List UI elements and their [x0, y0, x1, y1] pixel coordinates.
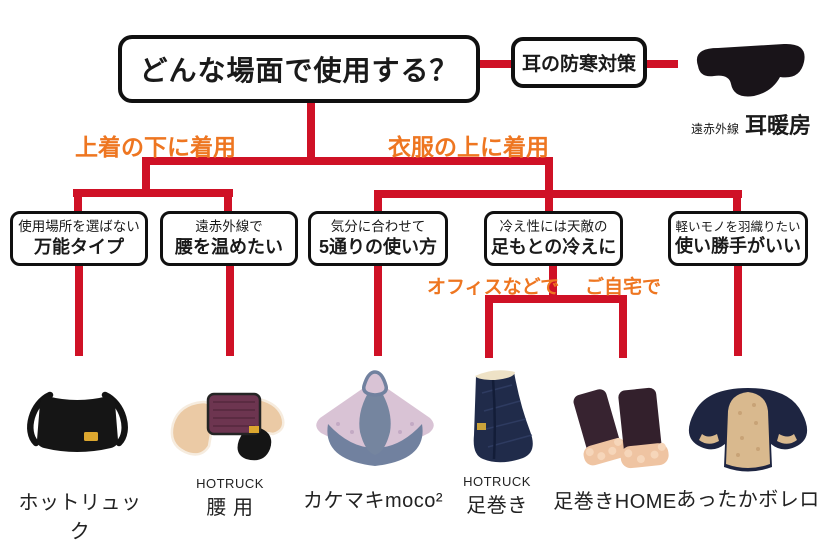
decision-box-waist: 遠赤外線で 腰を温めたい — [160, 211, 298, 266]
decision-box-line2: 使い勝手がいい — [675, 235, 801, 256]
connector-line — [549, 266, 557, 303]
connector-line — [226, 266, 234, 356]
decision-box-versatile: 使用場所を選ばない 万能タイプ — [10, 211, 148, 266]
product-label-hot-ryuck: ホットリュック — [10, 486, 150, 544]
connector-line — [75, 266, 83, 356]
product-label-hotruck-waist: HOTRUCK 腰 用 — [160, 476, 300, 520]
decision-box-line2: 腰を温めたい — [175, 236, 283, 257]
product-image-hotruck-foot — [473, 370, 533, 463]
connector-line — [307, 101, 315, 165]
decision-box-line2: 足もとの冷えに — [490, 236, 617, 257]
decision-box-line1: 使用場所を選ばない — [18, 219, 140, 235]
branch-label-under-outerwear: 上着の下に着用 — [75, 134, 236, 160]
ear-warmer-image — [696, 43, 805, 97]
product-label-kakemaki-moco: カケマキmoco² — [298, 484, 448, 513]
ear-warmer-brand: 遠赤外線 — [690, 122, 739, 136]
product-image-ashimaki-home — [573, 387, 669, 469]
connector-line — [478, 60, 515, 68]
product-name: ホットリュック — [18, 492, 142, 543]
connector-line — [485, 295, 627, 303]
ear-warmer-label: 遠赤外線 耳暖房 — [686, 108, 816, 140]
decision-box-five-ways: 気分に合わせて 5通りの使い方 — [308, 211, 448, 266]
connector-line — [374, 190, 742, 198]
ear-protection-text: 耳の防寒対策 — [521, 54, 636, 75]
decision-box-easy-to-wear: 軽いモノを羽織りたい 使い勝手がいい — [668, 211, 808, 266]
connector-line — [734, 266, 742, 356]
decision-box-line1: 冷え性には天敵の — [499, 219, 608, 235]
branch-label-over-clothes: 衣服の上に着用 — [388, 134, 549, 160]
connector-line — [619, 295, 627, 358]
connector-line — [142, 157, 553, 165]
connector-line — [643, 60, 678, 68]
main-question-text: どんな場面で使用する？ — [139, 55, 459, 86]
product-label-ashimaki-home: 足巻きHOME — [548, 485, 682, 514]
decision-box-cold-feet: 冷え性には天敵の 足もとの冷えに — [484, 211, 623, 266]
product-name: 足巻きHOME — [553, 491, 677, 513]
decision-box-line1: 軽いモノを羽織りたい — [675, 219, 801, 234]
branch-label-home: ご自宅で — [585, 277, 662, 298]
decision-box-line2: 5通りの使い方 — [318, 236, 437, 257]
connector-line — [73, 189, 233, 197]
product-image-hot-ryuck — [27, 391, 128, 452]
connector-line — [733, 190, 741, 215]
connector-line — [545, 157, 553, 215]
connector-line — [374, 190, 382, 215]
product-label-hotruck-foot: HOTRUCK 足巻き — [447, 474, 547, 518]
main-question-box: どんな場面で使用する？ — [118, 35, 480, 103]
product-name: 腰 用 — [206, 497, 254, 519]
ear-protection-box: 耳の防寒対策 — [511, 37, 647, 88]
connector-line — [485, 295, 493, 358]
product-brand: HOTRUCK — [463, 474, 531, 489]
decision-box-line2: 万能タイプ — [34, 236, 124, 257]
product-name: 足巻き — [466, 495, 528, 517]
connector-line — [374, 266, 382, 356]
decision-box-line1: 遠赤外線で — [195, 219, 263, 235]
product-brand: HOTRUCK — [196, 476, 264, 491]
connector-line — [74, 189, 82, 215]
connector-line — [142, 157, 150, 197]
product-name: あったかボレロ — [676, 489, 820, 511]
ear-warmer-name: 耳暖房 — [745, 113, 812, 138]
connector-line — [224, 189, 232, 215]
product-name: カケマキmoco² — [302, 490, 444, 512]
product-label-attaka-bolero: あったかボレロ — [672, 483, 824, 512]
decision-box-line1: 気分に合わせて — [330, 219, 426, 235]
branch-label-office: オフィスなどで — [427, 277, 560, 298]
product-image-attaka-bolero — [688, 388, 808, 472]
product-image-kakemaki-moco — [316, 370, 434, 466]
product-image-hotruck-waist — [170, 392, 285, 461]
